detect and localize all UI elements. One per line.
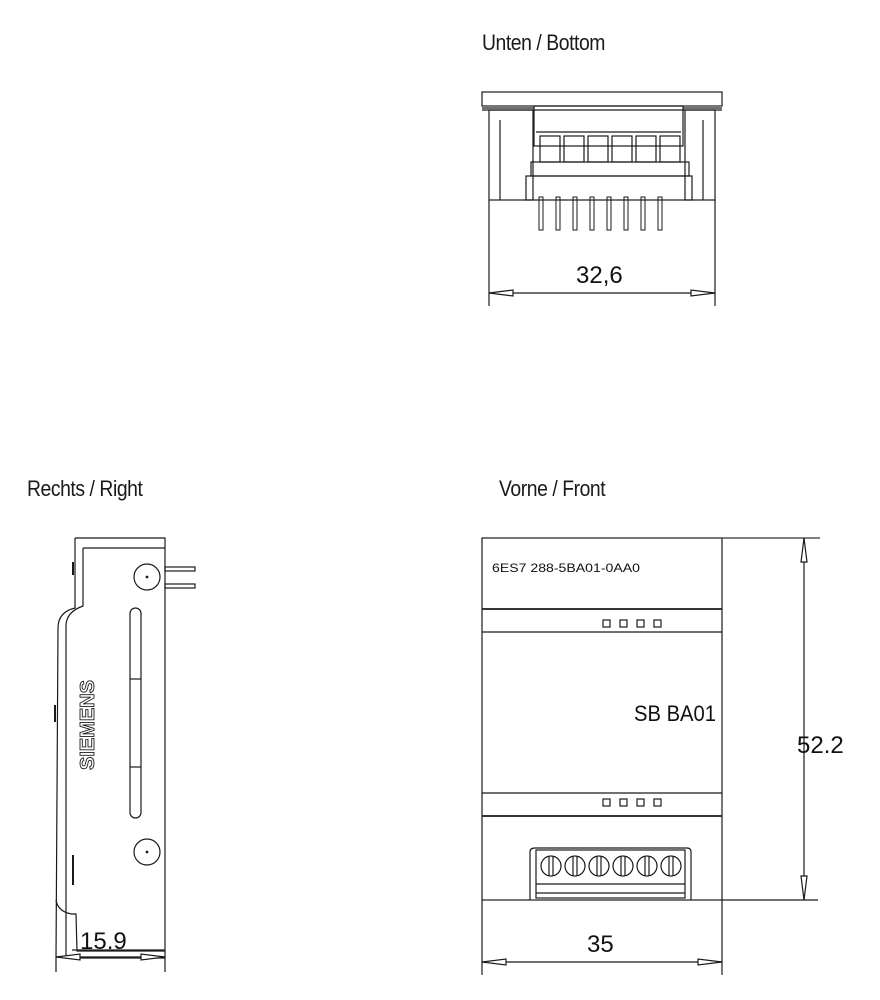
right-view [54, 537, 196, 972]
right-view-title: Rechts / Right [27, 476, 143, 501]
led-indicators-bottom [602, 798, 662, 807]
bottom-pins [538, 196, 663, 231]
front-view-title: Vorne / Front [499, 476, 606, 501]
front-terminal-block [529, 847, 692, 900]
right-width-dimension: 15.9 [80, 928, 127, 955]
front-width-dimension: 35 [587, 931, 614, 958]
bottom-width-dimension: 32,6 [576, 262, 623, 289]
front-view [481, 537, 820, 975]
bottom-view [481, 91, 723, 306]
part-number-label: 6ES7 288-5BA01-0AA0 [492, 561, 640, 575]
screw-terminals [540, 855, 682, 877]
siemens-logo: SIEMENS [77, 680, 99, 770]
bottom-view-title: Unten / Bottom [482, 30, 605, 55]
front-height-dimension: 52.2 [797, 732, 844, 759]
led-indicators-top [602, 619, 662, 628]
module-label: SB BA01 [634, 701, 716, 726]
bottom-terminal-blocks [539, 135, 681, 163]
